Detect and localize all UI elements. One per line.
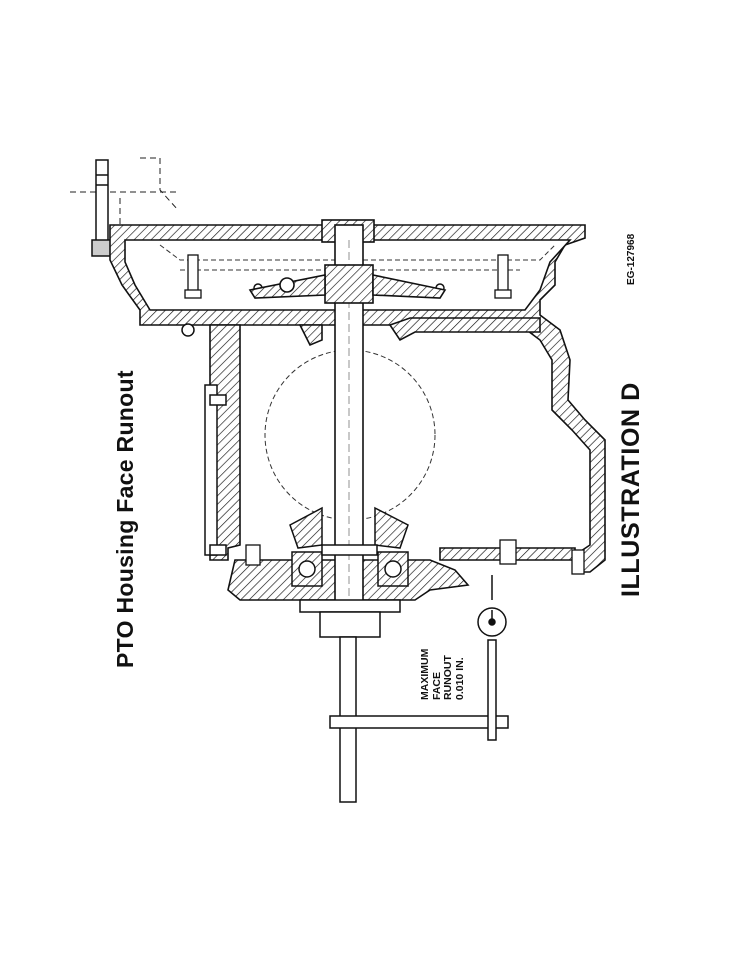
mounting-bolt — [91, 159, 113, 257]
note-line-4: 0.010 IN. — [453, 657, 466, 700]
reference-lines — [70, 157, 180, 235]
illustration-label: ILLUSTRATION D — [617, 382, 645, 597]
drawing-number: EG-127968 — [626, 233, 637, 285]
inner-bolts — [184, 254, 512, 299]
runout-note: MAXIMUM FACE RUNOUT 0.010 IN. — [419, 630, 466, 700]
boss-bolts — [245, 539, 585, 575]
note-line-1: MAXIMUM — [419, 648, 431, 700]
dial-indicator — [329, 575, 509, 741]
pto-shaft — [248, 219, 447, 606]
output-shaft — [299, 599, 401, 803]
bevel-gear-assembly — [289, 506, 409, 587]
note-line-3: RUNOUT — [442, 655, 454, 700]
page-title: PTO Housing Face Runout — [112, 370, 138, 668]
